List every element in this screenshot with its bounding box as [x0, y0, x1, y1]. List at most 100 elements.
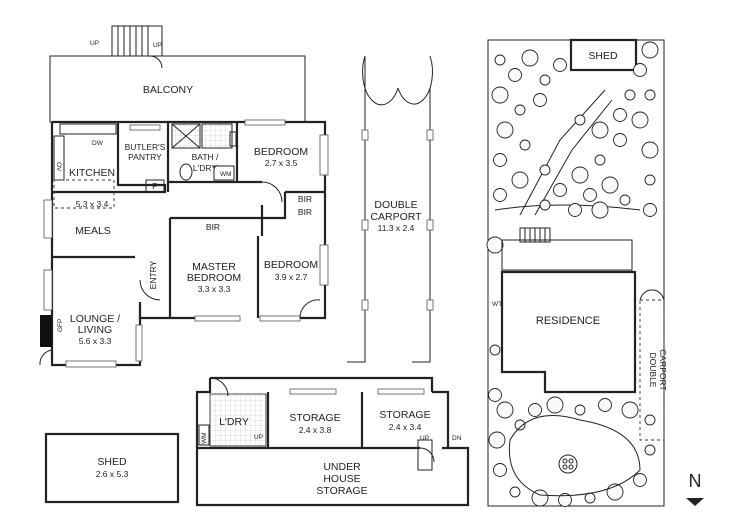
underhouse-label-2: HOUSE	[323, 473, 360, 485]
tree-icon	[533, 93, 547, 107]
tree-icon	[553, 183, 567, 197]
laundry-up-label: UP	[254, 434, 263, 441]
shed-plan: SHED 2.6 x 5.3	[44, 432, 180, 504]
tree-icon	[553, 58, 567, 72]
carport-label-2: CARPORT	[370, 211, 422, 223]
site-carport-label-1: DOUBLE	[648, 353, 658, 388]
lounge-label-2: LIVING	[78, 324, 112, 336]
bir-partition	[260, 192, 287, 220]
tree-icon	[488, 388, 502, 402]
tree-icon	[496, 401, 514, 419]
tree-icon	[546, 396, 564, 414]
storage-2-label: STORAGE	[379, 409, 430, 421]
tree-icon	[601, 176, 619, 194]
tree-icon	[574, 114, 586, 126]
site-plan: SHED RESIDENCE WT DOUBLE CARPORT	[486, 38, 668, 507]
site-deck	[501, 239, 633, 271]
tree-icon	[644, 89, 656, 101]
carport-plan: DOUBLE CARPORT 11.3 x 2.4	[347, 55, 434, 363]
tree-icon	[531, 489, 549, 507]
north-arrow-icon	[686, 498, 704, 506]
tree-icon	[631, 111, 649, 129]
stairs-up-label: UP	[90, 40, 99, 47]
entry-label: ENTRY	[148, 260, 158, 289]
ov-label: OV	[55, 162, 62, 172]
tree-icon	[644, 174, 656, 186]
storage-up-label: UP	[420, 435, 429, 442]
tree-icon	[621, 401, 639, 419]
underhouse-label-3: STORAGE	[316, 485, 367, 497]
site-carport	[639, 299, 665, 441]
balcony-label: BALCONY	[143, 84, 193, 96]
dw-label: DW	[92, 140, 104, 147]
storage-1-label: STORAGE	[289, 412, 340, 424]
storage-dn-label: DN	[452, 435, 462, 442]
tree-icon	[493, 463, 507, 477]
lower-floor: L'DRY WM UP STORAGE 2.4 x 3.8 STORAGE 2.…	[195, 376, 470, 507]
toilet	[179, 163, 193, 181]
bir-label-2: BIR	[298, 207, 312, 217]
pantry-p	[145, 179, 165, 193]
tree-icon	[496, 121, 514, 139]
tree-icon	[514, 104, 526, 116]
tree-icon	[591, 201, 609, 219]
tree-icon	[509, 486, 521, 498]
laundry-tiles	[209, 393, 267, 447]
underhouse-label-1: UNDER	[323, 461, 361, 473]
tree-icon	[583, 188, 597, 202]
tree-icon	[491, 86, 509, 104]
tree-icon	[641, 141, 659, 159]
kitchen-island	[53, 179, 115, 209]
shed-dim: 2.6 x 5.3	[96, 469, 129, 479]
tree-icon	[633, 473, 647, 487]
lounge-dim: 5.6 x 3.3	[79, 336, 112, 346]
lounge-label-1: LOUNGE /	[70, 313, 120, 325]
tree-icon	[613, 108, 627, 122]
tree-icon	[584, 492, 596, 504]
bedroom-1-dim: 2.7 x 3.5	[265, 158, 298, 168]
bedroom-1-label: BEDROOM	[254, 146, 308, 158]
tree-icon	[619, 194, 631, 206]
kitchen-bench-side	[53, 135, 65, 181]
tree-icon	[508, 68, 522, 82]
tree-icon	[591, 121, 609, 139]
shed-label: SHED	[97, 456, 127, 468]
carport-label-1: DOUBLE	[374, 199, 417, 211]
fireplace	[40, 315, 52, 347]
master-dim: 3.3 x 3.3	[198, 284, 231, 294]
carport-dim: 11.3 x 2.4	[378, 223, 415, 233]
laundry-wm-label: WM	[201, 432, 208, 444]
tree-icon	[624, 89, 636, 101]
tree-icon	[493, 188, 507, 202]
tree-icon	[598, 398, 612, 412]
tree-icon	[594, 154, 606, 166]
tree-icon	[511, 171, 529, 189]
kitchen-dim: 5.3 x 3.4	[76, 199, 109, 209]
laundry-label: L'DRY	[219, 416, 249, 428]
tree-icon	[539, 74, 551, 86]
master-label-2: BEDROOM	[187, 272, 241, 284]
meals-label: MEALS	[75, 225, 111, 237]
bath-label-2: L'DRY	[193, 163, 217, 173]
tree-icon	[539, 164, 551, 176]
kitchen-label: KITCHEN	[69, 167, 115, 179]
master-bir-wall	[170, 216, 264, 236]
storage-1-dim: 2.4 x 3.8	[299, 425, 332, 435]
north-label: N	[689, 471, 702, 491]
tree-icon	[514, 419, 526, 431]
residence-label: RESIDENCE	[536, 315, 600, 327]
tree-icon	[494, 54, 506, 66]
tree-icon	[613, 133, 627, 147]
master-label-1: MASTER	[192, 261, 236, 273]
site-wt-label: WT	[492, 301, 502, 308]
tree-icon	[574, 404, 586, 416]
tree-icon	[571, 166, 589, 184]
tree-icon	[489, 344, 501, 356]
tree-icon	[558, 493, 572, 507]
gfp-label: GFP	[57, 319, 64, 332]
site-carport-label-2: CARPORT	[658, 349, 668, 390]
bir-label-3: BIR	[206, 222, 220, 232]
kitchen-bench	[59, 123, 117, 135]
pantry-label-2: PANTRY	[128, 152, 162, 162]
